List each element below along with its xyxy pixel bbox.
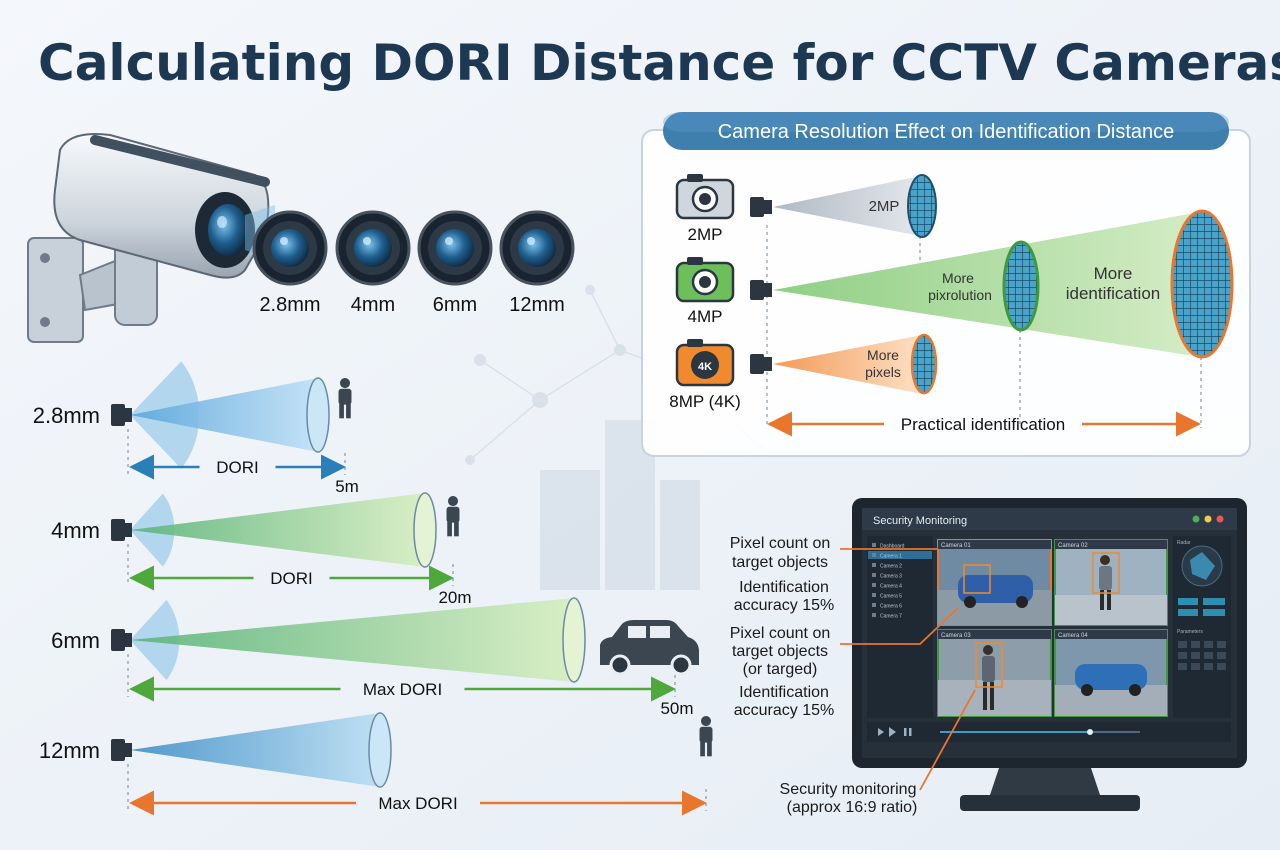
monitor-app-title: Security Monitoring [873,515,967,527]
annotation-2-line1: Identification [739,579,829,596]
lens-2: 6mm [417,210,493,316]
playback-controls-icon[interactable] [878,727,896,737]
city-network-background [465,285,765,590]
cone-4mp-mid-label-line1: More [942,270,974,286]
cctv-camera-illustration [27,133,275,343]
dori-row-lens-label-0: 2.8mm [33,403,100,428]
dori-row-lens-label-3: 12mm [39,738,100,763]
dori-row-lens-label-2: 6mm [51,628,100,653]
dori-row-distance-2: 50m [660,699,693,718]
monitor-sidebar-label-1: Camera 1 [880,554,902,560]
window-minimize-icon[interactable] [1204,515,1212,523]
lens-3: 12mm [499,210,575,316]
cone-8mp-label-line2: pixels [865,364,901,380]
cone-8mp-label-line1: More [867,347,899,363]
monitor-sidebar-label-7: Camera 7 [880,614,902,620]
monitor-sidebar-item-7[interactable]: Camera 7 [872,613,902,620]
monitor-panel-title-2: Parameters [1177,629,1203,635]
lens-label-0: 2.8mm [259,294,320,316]
lens-0: 2.8mm [252,210,328,316]
dori-row-lens-label-1: 4mm [51,518,100,543]
camera-2mp-label: 2MP [688,225,723,244]
monitor-sidebar-item-5[interactable]: Camera 5 [872,593,902,600]
monitor-sidebar-item-6[interactable]: Camera 6 [872,603,902,610]
monitor-sidebar-label-6: Camera 6 [880,604,902,610]
annotation-1-line1: Pixel count on [730,535,831,552]
camera-8mp-label: 8MP (4K) [669,392,741,411]
cone-4mp-far-label-line1: More [1094,264,1133,283]
car-icon [600,620,699,676]
window-maximize-icon[interactable] [1192,515,1200,523]
person-icon-0 [338,378,352,419]
dori-row-distance-0: 5m [335,477,359,496]
feed-4-label: Camera 04 [1058,633,1088,639]
feed-2-label: Camera 02 [1058,543,1088,549]
cone-2mp-label: 2MP [869,198,900,215]
monitor-panel-title: Radar [1177,540,1191,546]
monitor-sidebar-label-4: Camera 4 [880,584,902,590]
annotation-5-line2: (approx 16:9 ratio) [787,799,918,816]
lens-label-2: 6mm [433,294,477,316]
window-close-icon[interactable] [1216,515,1224,523]
camera-8mp-badge: 4K [698,361,712,373]
monitor-annotations: Pixel count on target objects Identifica… [730,535,976,816]
monitor-sidebar-label-5: Camera 5 [880,594,902,600]
annotation-2-line2: accuracy 15% [734,597,835,614]
monitor-sidebar-label-3: Camera 3 [880,574,902,580]
monitor-sidebar-label-0: Dashboard [880,544,905,550]
annotation-4-line2: accuracy 15% [734,702,835,719]
dori-row-arrow-label-0: DORI [216,458,259,477]
monitor-sidebar-item-1[interactable]: Camera 1 [868,551,932,560]
camera-4mp-label: 4MP [688,307,723,326]
annotation-1-line2: target objects [732,554,828,571]
monitor-feeds: Camera 01 Camera 02 Camera 03 [937,539,1168,717]
practical-identification-label: Practical identification [901,415,1065,434]
monitor-sidebar-item-4[interactable]: Camera 4 [872,583,902,590]
annotation-3-line2: target objects [732,643,828,660]
lens-label-3: 12mm [509,294,565,316]
cone-4mp-far-label-line2: identification [1066,284,1161,303]
monitor-sidebar-item-0[interactable]: Dashboard [872,543,905,550]
resolution-panel-title: Camera Resolution Effect on Identificati… [718,121,1175,143]
camera-8mp-icon: 4K [675,339,735,387]
lens-1: 4mm [335,210,411,316]
lens-row: 2.8mm 4mm 6mm 12mm [252,210,575,316]
dori-row-arrow-label-2: Max DORI [363,680,442,699]
lens-label-1: 4mm [351,294,395,316]
annotation-4-line1: Identification [739,684,829,701]
page-title: Calculating DORI Distance for CCTV Camer… [38,34,1280,92]
camera-4mp-icon [675,257,735,303]
monitor-sidebar-label-2: Camera 2 [880,564,902,570]
feed-3-label: Camera 03 [941,633,971,639]
camera-2mp-icon [675,174,735,220]
monitor-sidebar-item-2[interactable]: Camera 2 [872,563,902,570]
person-icon-1 [446,496,460,537]
cone-4mp-mid-label-line2: pixrolution [928,287,992,303]
dori-row-arrow-label-3: Max DORI [378,794,457,813]
resolution-panel: Camera Resolution Effect on Identificati… [641,112,1251,457]
person-icon-3 [699,716,713,757]
dori-row-arrow-label-1: DORI [270,569,313,588]
annotation-3-line1: Pixel count on [730,625,831,642]
feed-1-label: Camera 01 [941,543,971,549]
annotation-3-line3: (or targed) [743,661,818,678]
monitor-sidebar-item-3[interactable]: Camera 3 [872,573,902,580]
dori-row-distance-1: 20m [438,588,471,607]
annotation-5-line1: Security monitoring [780,781,917,798]
